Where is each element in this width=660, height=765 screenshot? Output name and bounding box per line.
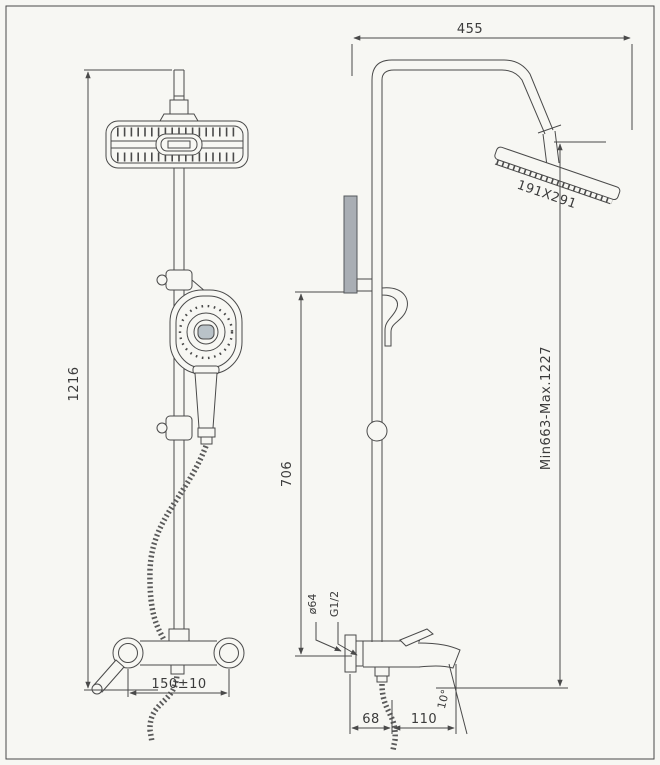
head-connector-collar	[537, 124, 562, 134]
dimension-thread: G1/2	[328, 591, 358, 656]
mixer-lever-side	[399, 628, 434, 647]
upper-slider-clamp	[156, 269, 207, 293]
hand-shower	[169, 289, 243, 445]
dimension-height-range: Min663-Max.1227	[436, 141, 606, 689]
overhead-shower-front	[105, 99, 249, 169]
spray-mode-button	[197, 324, 215, 340]
hand-shower-handle	[194, 372, 218, 429]
mixer-valve-side	[344, 628, 461, 683]
height-slider-knob	[366, 420, 388, 442]
mixer-valve-front	[91, 628, 245, 695]
dimensions: 1216 150±10 455 Min663-Max.1227	[67, 22, 633, 735]
dim-label-wall-offset: 68	[362, 712, 380, 727]
dimension-overall-height: 1216	[67, 69, 172, 691]
side-view: 191X291	[343, 59, 621, 751]
dimension-valve-centers: 150±10	[127, 669, 230, 697]
front-view	[91, 69, 249, 743]
shower-hose-side	[379, 683, 398, 751]
dim-label-height-range: Min663-Max.1227	[539, 346, 554, 470]
lower-slider-clamp	[156, 415, 193, 441]
nozzle-dots	[178, 304, 234, 360]
mixer-lever-front	[93, 659, 125, 693]
hand-shower-holder-side	[381, 287, 408, 347]
dimension-inlet-diameter: ø64	[306, 594, 342, 652]
drawing-border	[5, 5, 655, 760]
dim-label-valve-centers: 150±10	[151, 677, 206, 692]
dim-label-top-width: 455	[457, 22, 483, 37]
dim-label-spout-angle: 10°	[435, 688, 452, 710]
dim-label-thread: G1/2	[328, 591, 341, 617]
dimension-spout-angle: 10°	[435, 663, 468, 735]
dimension-wall-offset: 68	[349, 674, 393, 734]
dim-label-inlet-diameter: ø64	[306, 594, 319, 615]
dimension-top-width: 455	[351, 22, 633, 130]
dim-label-overall-height: 1216	[67, 366, 82, 401]
dimension-spout-reach: 110	[393, 664, 457, 734]
dim-label-bar-height: 706	[280, 461, 295, 487]
wall-mount-plate	[343, 195, 373, 294]
dim-label-spout-reach: 110	[411, 712, 437, 727]
dimension-bar-height: 706	[280, 291, 352, 657]
shower-hose-front	[147, 445, 209, 743]
overhead-shower-side: 191X291	[494, 146, 621, 212]
riser-pipe-side	[371, 59, 562, 642]
tub-spout	[417, 642, 461, 669]
